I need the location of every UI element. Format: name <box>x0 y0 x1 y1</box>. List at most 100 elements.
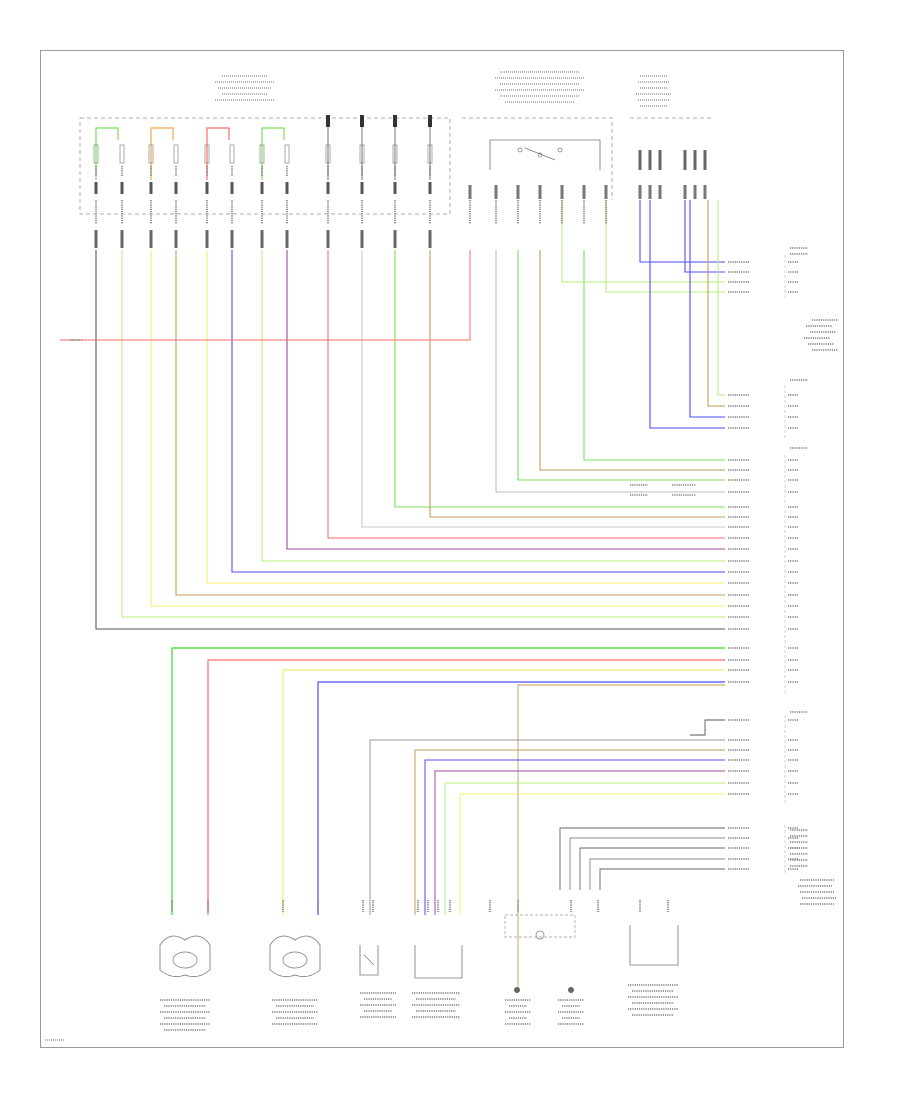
connector-pin <box>693 150 697 170</box>
connector-pin <box>428 182 432 194</box>
wire <box>317 681 725 915</box>
connector-pin <box>703 150 707 170</box>
connector-pin <box>326 230 330 248</box>
connector-pin <box>428 230 432 248</box>
wire <box>231 250 725 573</box>
connector-pin <box>360 182 364 194</box>
connector-pin <box>205 230 209 248</box>
wire <box>206 127 230 180</box>
wire <box>689 200 725 418</box>
connector-pin <box>260 230 264 248</box>
wire <box>207 659 725 915</box>
connector-pin <box>393 182 397 194</box>
connector-pin <box>638 185 642 199</box>
wire <box>286 250 725 550</box>
wire <box>599 868 725 890</box>
bottom-components <box>159 914 679 993</box>
connector-pin <box>326 182 330 194</box>
component-captions <box>95 200 678 1031</box>
connector-pin <box>468 185 472 199</box>
wire <box>282 669 725 915</box>
wire <box>649 200 725 429</box>
wire <box>539 250 725 471</box>
wire <box>579 847 725 890</box>
connector-pin <box>638 150 642 170</box>
wire-harness <box>60 200 725 990</box>
wire <box>394 250 725 508</box>
connector-pin <box>360 115 364 127</box>
fluid-temp-sensor-1 <box>359 945 379 976</box>
speed-sensor-block <box>630 75 712 119</box>
connector-pin <box>94 230 98 248</box>
wire <box>605 200 725 293</box>
solenoid-columns <box>93 115 707 248</box>
solenoid <box>119 144 125 164</box>
wire <box>559 827 725 890</box>
diagram-border <box>40 50 844 1048</box>
solenoid <box>229 144 235 164</box>
solenoid <box>259 144 265 164</box>
transmission-solenoid-block <box>79 75 451 215</box>
wire <box>361 250 725 528</box>
wire <box>561 200 725 283</box>
solenoid <box>284 144 290 164</box>
connector-pin <box>648 150 652 170</box>
wire <box>690 719 725 736</box>
wire <box>171 647 725 915</box>
connector-pin <box>260 182 264 194</box>
output-speed-sensor <box>269 935 321 978</box>
wire <box>414 749 725 915</box>
connector-pin <box>648 185 652 199</box>
wire <box>717 200 725 396</box>
solenoid <box>173 144 179 164</box>
connector-pin <box>683 150 687 170</box>
connector-pin <box>604 185 608 199</box>
connector-pin <box>120 182 124 194</box>
connector-pin <box>658 150 662 170</box>
connector-pin <box>149 230 153 248</box>
wire <box>121 250 725 618</box>
connector-pin <box>658 185 662 199</box>
connector-pin <box>285 182 289 194</box>
connector-pin <box>516 185 520 199</box>
connector-pin <box>560 185 564 199</box>
connector-pin <box>393 115 397 127</box>
connector-pin <box>94 182 98 194</box>
connector-pin <box>360 230 364 248</box>
wire <box>206 250 725 584</box>
wire <box>95 250 725 630</box>
wire <box>444 782 725 915</box>
wire <box>517 250 725 481</box>
wire <box>369 739 725 915</box>
connector-pin <box>703 185 707 199</box>
fluid-temp-sensor-2 <box>414 945 463 979</box>
connector-pin <box>693 185 697 199</box>
wire <box>261 250 725 562</box>
connector-pin <box>582 185 586 199</box>
connector-pin <box>285 230 289 248</box>
connector-pin <box>683 185 687 199</box>
connector-pin <box>149 182 153 194</box>
wire <box>327 250 725 539</box>
connector-pin <box>120 230 124 248</box>
oxygen-sensor-relay <box>504 914 576 993</box>
connector-pin <box>174 182 178 194</box>
wire <box>583 250 725 461</box>
wire <box>684 200 725 273</box>
connector-pin <box>326 115 330 127</box>
block-title-lines <box>215 75 275 101</box>
transmission-range-switch <box>462 71 613 200</box>
wire <box>60 250 471 341</box>
wire <box>589 858 725 890</box>
connector-pin <box>230 182 234 194</box>
wire <box>459 793 725 915</box>
solenoid <box>204 144 210 164</box>
connector-pin <box>230 230 234 248</box>
input-speed-sensor <box>159 935 211 978</box>
solenoid <box>93 144 99 164</box>
connector-pin <box>205 182 209 194</box>
wire <box>434 770 725 915</box>
wire <box>150 127 174 180</box>
connector-pin <box>494 185 498 199</box>
